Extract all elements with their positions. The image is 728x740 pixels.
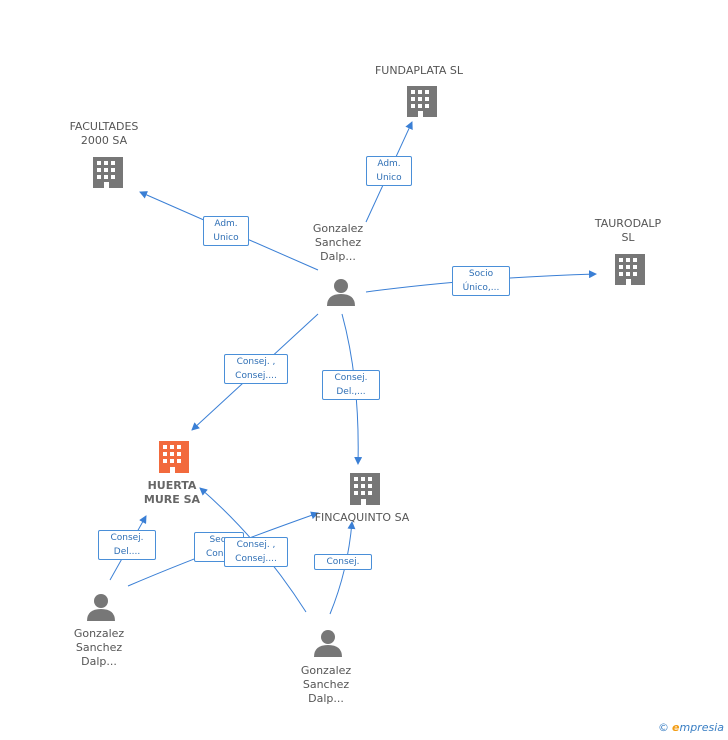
- edge-label-consej-del-left: Consej. Del....: [98, 530, 156, 560]
- edge-label-consej-consej-bottom: Consej. , Consej....: [224, 537, 288, 567]
- brand-name: mpresia: [679, 721, 724, 734]
- edge-label-consej-fincaquinto: Consej. Del.,...: [322, 370, 380, 400]
- building-icon: [159, 441, 189, 473]
- edge-label-consej-huerta: Consej. , Consej....: [224, 354, 288, 384]
- building-icon: [407, 86, 437, 117]
- person-icon: [314, 630, 342, 657]
- node-label-huerta[interactable]: HUERTA MURE SA: [143, 479, 201, 506]
- person-icon: [87, 594, 115, 621]
- edge-label-consej-bottom: Consej.: [314, 554, 372, 570]
- node-label-fincaquinto[interactable]: FINCAQUINTO SA: [314, 511, 410, 524]
- node-label-facultades[interactable]: FACULTADES 2000 SA: [69, 120, 139, 147]
- node-label-fundaplata[interactable]: FUNDAPLATA SL: [374, 64, 464, 77]
- edge-label-adm-fundaplata: Adm. Unico: [366, 156, 412, 186]
- copyright-symbol: ©: [658, 721, 670, 734]
- building-icon: [93, 157, 123, 188]
- person-icon: [327, 279, 355, 306]
- node-label-person-top[interactable]: Gonzalez Sanchez Dalp...: [312, 222, 364, 263]
- brand-initial: e: [672, 721, 680, 734]
- building-icon: [350, 473, 380, 505]
- empresia-logo[interactable]: ©empresia: [658, 721, 724, 734]
- node-label-person-left[interactable]: Gonzalez Sanchez Dalp...: [73, 627, 125, 668]
- node-label-taurodalp[interactable]: TAURODALP SL: [594, 217, 662, 244]
- edge-label-adm-facultades: Adm. Unico: [203, 216, 249, 246]
- node-label-person-bottom[interactable]: Gonzalez Sanchez Dalp...: [300, 664, 352, 705]
- edge-label-socio-taurodalp: Socio Único,...: [452, 266, 510, 296]
- building-icon: [615, 254, 645, 285]
